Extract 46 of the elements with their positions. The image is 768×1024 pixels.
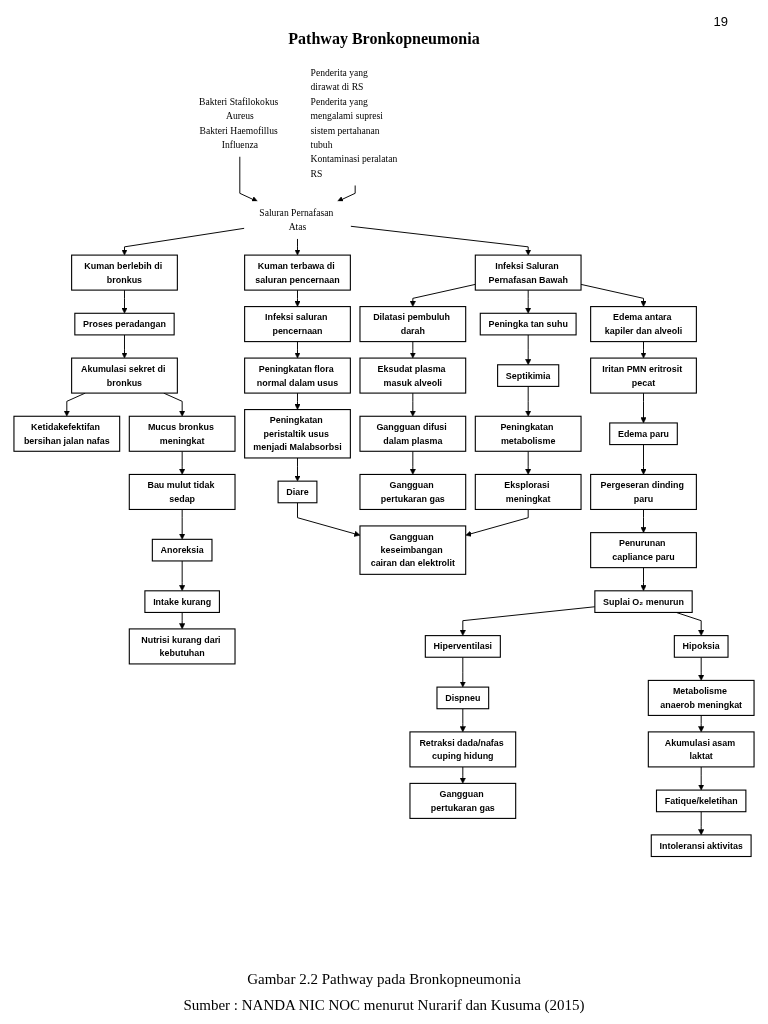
node-box: Penurunan capliance paru <box>590 532 697 569</box>
node-box: Edema antara kapiler dan alveoli <box>590 306 697 343</box>
node-box: Edema paru <box>609 422 678 446</box>
node-box: Gangguan difusi dalam plasma <box>359 415 467 452</box>
node-box: Septikimia <box>497 364 560 387</box>
figure-caption: Gambar 2.2 Pathway pada Bronkopneumonia <box>247 971 521 987</box>
node-box: Iritan PMN eritrosit pecat <box>590 357 697 394</box>
node-box: Eksplorasi meningkat <box>474 473 582 510</box>
node-text: Bakteri Stafilokokus Aureus Bakteri Haemofillus Influenza <box>198 96 279 151</box>
node-box: Bau mulut tidak sedap <box>128 473 236 510</box>
node-box: Intake kurang <box>144 590 220 613</box>
node-box: Metabolisme anaerob meningkat <box>647 679 755 716</box>
source-note: Sumber : NANDA NIC NOC menurut Nurarif dan Kusuma (2015) <box>183 997 585 1013</box>
node-box: Peningkatan peristaltik usus menjadi Malabsorbsi <box>244 409 351 459</box>
node-box: Gangguan pertukaran gas <box>409 782 517 819</box>
node-box: Pergeseran dinding paru <box>590 473 697 510</box>
node-box: Infeksi Saluran Pernafasan Bawah <box>474 254 582 291</box>
node-box: Hipoksia <box>673 635 729 658</box>
node-box: Eksudat plasma masuk alveoli <box>359 357 467 394</box>
node-box: Dispneu <box>436 686 490 710</box>
node-box: Akumulasi sekret di bronkus <box>71 357 178 394</box>
diagram-title: Pathway Bronkopneumonia <box>288 30 480 47</box>
node-box: Kuman terbawa di saluran pencernaan <box>244 254 351 291</box>
node-box: Akumulasi asam laktat <box>647 731 755 768</box>
node-box: Kuman berlebih di bronkus <box>71 254 178 291</box>
node-box: Gangguan keseimbangan cairan dan elektrolit <box>359 525 467 575</box>
node-box: Intoleransi aktivitas <box>650 834 752 858</box>
node-box: Fatique/keletihan <box>655 789 747 813</box>
node-box: Peningka tan suhu <box>479 312 577 336</box>
node-box: Anoreksia <box>151 538 213 562</box>
node-box: Nutrisi kurang dari kebutuhan <box>128 628 236 665</box>
node-box: Mucus bronkus meningkat <box>128 415 236 452</box>
node-box: Gangguan pertukaran gas <box>359 473 467 510</box>
page-number: 19 <box>713 14 728 29</box>
node-box: Proses peradangan <box>74 312 175 336</box>
node-box: Dilatasi pembuluh darah <box>359 306 467 343</box>
node-box: Diare <box>277 480 318 504</box>
node-box: Peningkatan flora normal dalam usus <box>244 357 351 394</box>
node-box: Hiperventilasi <box>424 635 501 658</box>
node-text: Penderita yang dirawat di RS Penderita yang mengalami supresi sistem pertahanan tubuh Kontaminasi peralatan RS <box>310 67 398 179</box>
node-box: Retraksi dada/nafas cuping hidung <box>409 731 517 768</box>
node-text: Saluran Pernafasan Atas <box>259 207 334 233</box>
node-box: Infeksi saluran pencernaan <box>244 306 351 343</box>
node-box: Ketidakefektifan bersihan jalan nafas <box>13 415 121 452</box>
node-box: Suplai O₂ menurun <box>594 590 693 613</box>
node-box: Peningkatan metabolisme <box>474 415 582 452</box>
